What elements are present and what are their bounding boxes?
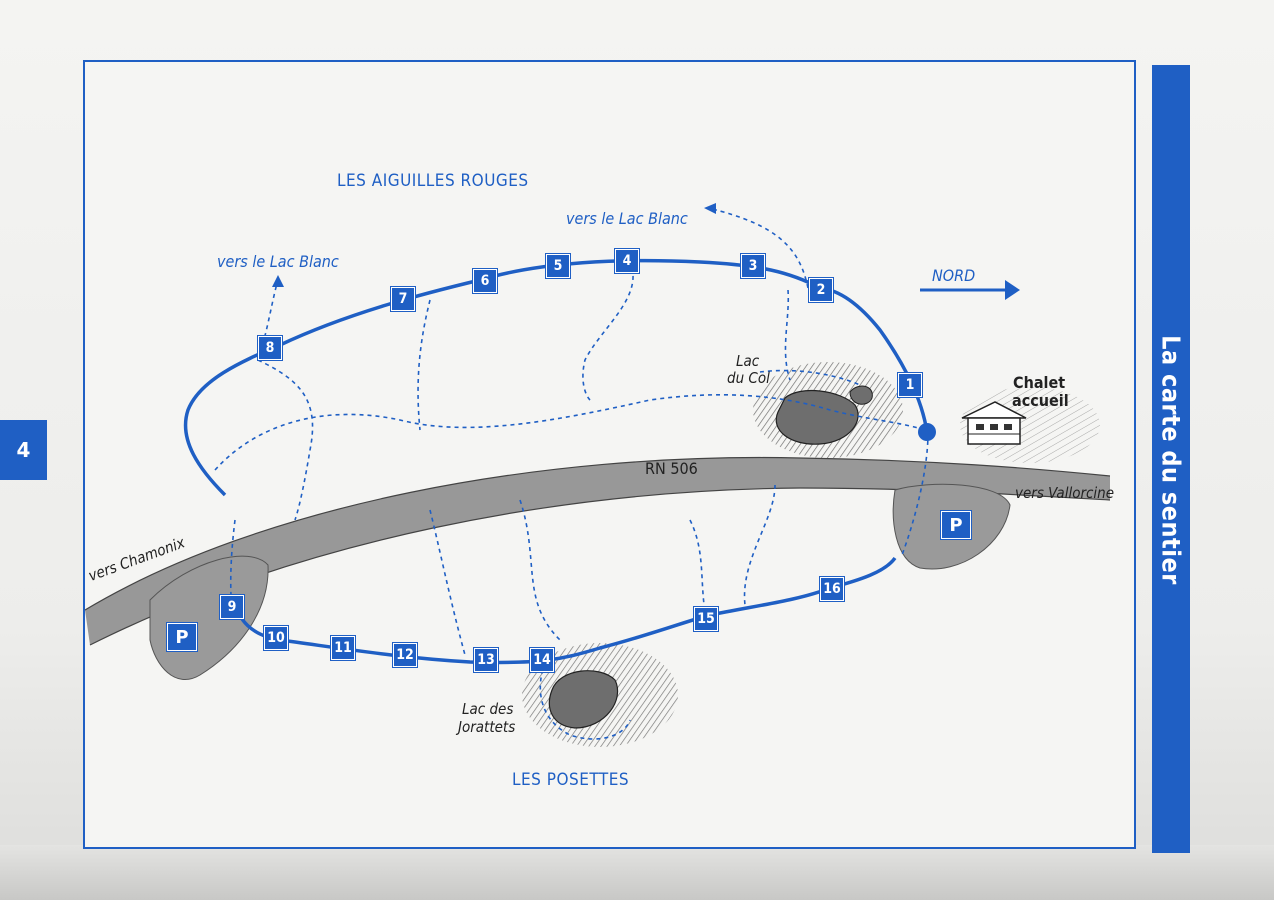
trail-start-dot [918,423,936,441]
road-rn506 [85,457,1110,645]
parking-east: P [941,511,971,539]
stop-marker: 1 [898,373,922,397]
parking-west: P [167,623,197,651]
stop-marker: 7 [391,287,415,311]
lac-jorattets-label-2: Jorattets [458,718,516,736]
stop-marker: 14 [530,648,554,672]
road-edge-top [84,456,1111,611]
stop-marker: 16 [820,577,844,601]
stop-marker: 12 [393,643,417,667]
side-title-bar [1152,65,1190,853]
region-south-label: LES POSETTES [512,770,630,790]
lac-du-col [775,389,859,445]
stop-marker: 15 [694,607,718,631]
arrow-lac-blanc-2 [704,203,716,214]
lac-du-col-label-2: du Col [727,369,770,387]
stop-marker: 8 [258,336,282,360]
stop-marker: 3 [741,254,765,278]
page-bottom-edge [0,845,1274,900]
lac-du-col-label-1: Lac [736,352,760,370]
side-title: La carte du sentier [1156,335,1186,585]
stop-marker: 4 [615,249,639,273]
stop-marker: 5 [546,254,570,278]
secondary-paths [214,207,929,740]
stop-marker: 2 [809,278,833,302]
nord-label: NORD [932,266,976,285]
chalet-label-2: accueil [1012,391,1069,410]
region-north-label: LES AIGUILLES ROUGES [337,171,529,191]
to-lac-blanc-label-2: vers le Lac Blanc [566,209,688,228]
page-number-tab: 4 [0,420,47,480]
lac-jorattets-label-1: Lac des [462,700,514,718]
road-label: RN 506 [645,459,698,478]
lac-des-jorattets [548,670,619,729]
stop-marker: 6 [473,269,497,293]
chalet-icon [961,401,1027,445]
chalet-label-1: Chalet [1013,373,1066,392]
to-lac-blanc-label-1: vers le Lac Blanc [217,252,339,271]
stop-marker: 9 [220,595,244,619]
to-vallorcine-label: vers Vallorcine [1015,484,1115,502]
arrow-lac-blanc-1 [272,275,284,287]
lac-du-col-small [849,385,873,405]
stop-marker: 10 [264,626,288,650]
stop-marker: 11 [331,636,355,660]
stop-marker: 13 [474,648,498,672]
